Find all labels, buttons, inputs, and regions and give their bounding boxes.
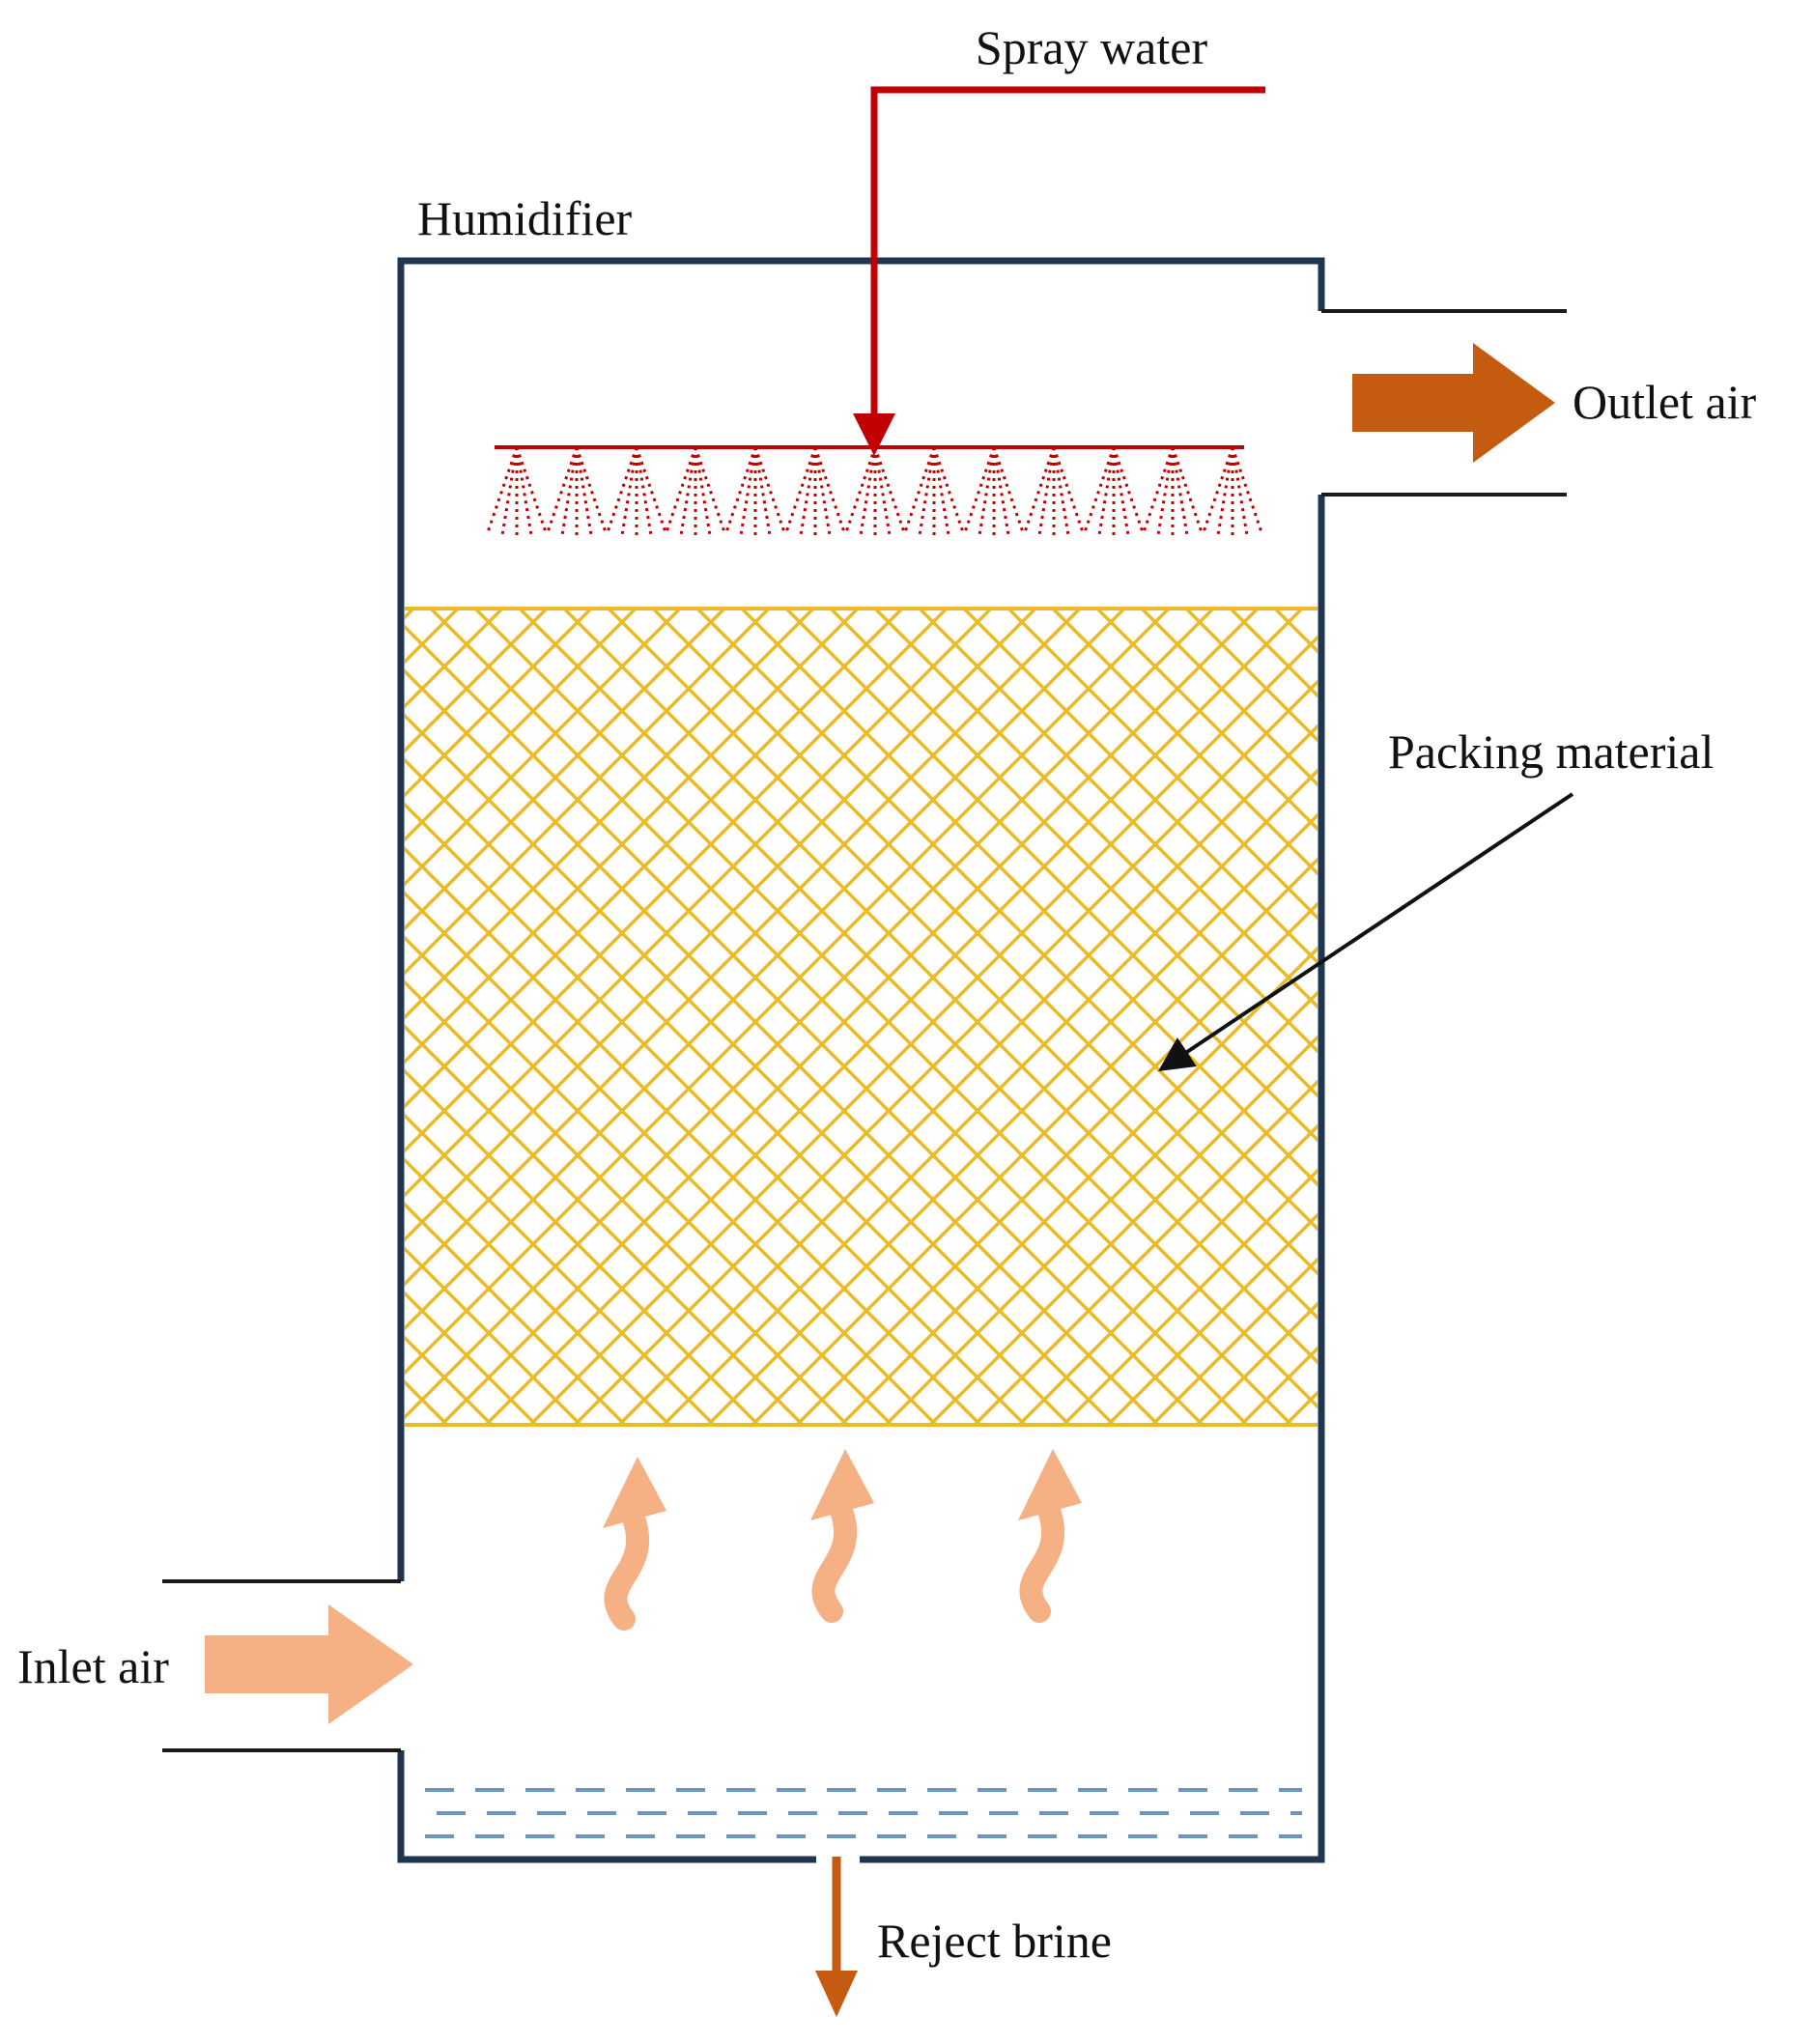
- spray-nozzle: [784, 445, 846, 539]
- air-flow-arrow: [1018, 1449, 1082, 1611]
- humidifier-label: Humidifier: [417, 191, 633, 245]
- air-flow-arrow: [603, 1457, 666, 1619]
- spray-nozzle: [844, 445, 906, 539]
- packing-region: [405, 607, 1318, 1427]
- spray-nozzle: [724, 445, 786, 539]
- spray-nozzle: [1142, 445, 1204, 539]
- spray-nozzle: [1202, 445, 1263, 539]
- inlet-air-label: Inlet air: [17, 1639, 169, 1693]
- air-flow-arrow: [810, 1449, 874, 1611]
- packing-annotation-arrow: [1158, 792, 1574, 1072]
- reject-brine-label: Reject brine: [877, 1914, 1112, 1968]
- reject-brine-arrowhead: [815, 1971, 858, 2017]
- spray-nozzles: [486, 445, 1263, 539]
- outlet-air-label: Outlet air: [1573, 375, 1757, 429]
- inlet-duct: [162, 1579, 401, 1752]
- spray-nozzle: [486, 445, 548, 539]
- spray-water-label: Spray water: [976, 20, 1208, 74]
- spray-nozzle: [903, 445, 965, 539]
- packing-material-label: Packing material: [1388, 724, 1714, 779]
- brine-level: [425, 1788, 1302, 1838]
- spray-nozzle: [1023, 445, 1085, 539]
- spray-nozzle: [1083, 445, 1145, 539]
- vessel-outline: [397, 257, 1325, 1863]
- packing-bed: [405, 609, 1318, 1425]
- air-flow-arrows: [603, 1449, 1082, 1619]
- inlet-air-arrow: [205, 1604, 413, 1724]
- spray-nozzle: [963, 445, 1025, 539]
- outlet-air-arrow: [1352, 343, 1555, 463]
- outlet-duct: [1321, 309, 1567, 497]
- reject-brine-arrow: [815, 1857, 858, 2017]
- spray-nozzle: [606, 445, 667, 539]
- spray-nozzle: [546, 445, 608, 539]
- spray-nozzle: [665, 445, 726, 539]
- spray-water-pipe: [853, 86, 1265, 456]
- spray-water-arrowhead: [853, 413, 895, 456]
